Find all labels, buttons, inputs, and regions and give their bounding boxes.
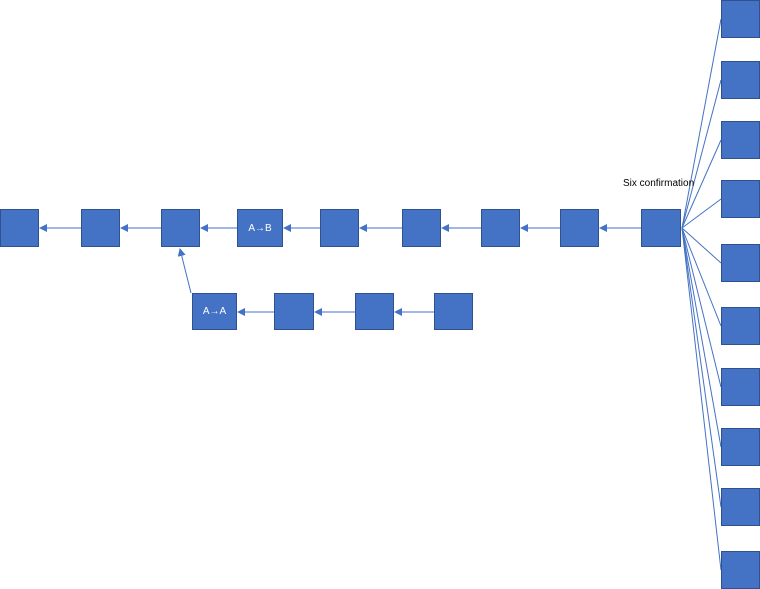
confirmation-line-4 xyxy=(681,198,722,229)
confirmation-block-2 xyxy=(721,61,760,99)
fork-join-arrow xyxy=(177,248,192,294)
confirmation-line-10 xyxy=(681,227,722,571)
fork-chain-block-3 xyxy=(355,293,394,330)
confirmation-block-4 xyxy=(721,180,760,218)
fork-chain-block-4 xyxy=(434,293,473,330)
main-chain-block-7 xyxy=(481,209,520,247)
confirmation-block-6 xyxy=(721,307,760,345)
confirmation-block-5 xyxy=(721,244,760,282)
confirmation-line-7 xyxy=(681,227,722,388)
confirmation-block-7 xyxy=(721,368,760,406)
main-chain-block-9 xyxy=(641,209,681,247)
confirmation-line-6 xyxy=(681,227,722,327)
main-chain-block-6 xyxy=(402,209,441,247)
confirmation-line-9 xyxy=(681,227,722,508)
confirmation-block-10 xyxy=(721,551,760,589)
main-chain-block-2 xyxy=(81,209,120,247)
confirmation-block-1 xyxy=(721,0,760,38)
confirmation-line-3 xyxy=(681,139,722,229)
fork-chain-block-2 xyxy=(274,293,314,330)
confirmation-block-8 xyxy=(721,428,760,466)
six-confirmation-label: Six confirmation xyxy=(623,178,695,189)
main-chain-block-8 xyxy=(560,209,599,247)
confirmation-block-9 xyxy=(721,488,760,526)
confirmation-line-1 xyxy=(681,18,722,229)
block-a-to-a: A→A xyxy=(192,293,237,330)
confirmation-line-5 xyxy=(681,227,722,264)
confirmation-block-3 xyxy=(721,121,760,159)
confirmation-line-8 xyxy=(681,227,722,448)
main-chain-block-1 xyxy=(0,209,39,247)
confirmation-line-2 xyxy=(681,79,722,229)
main-chain-block-5 xyxy=(320,209,359,247)
main-chain-block-3 xyxy=(161,209,200,247)
block-a-to-b: A→B xyxy=(237,209,283,247)
